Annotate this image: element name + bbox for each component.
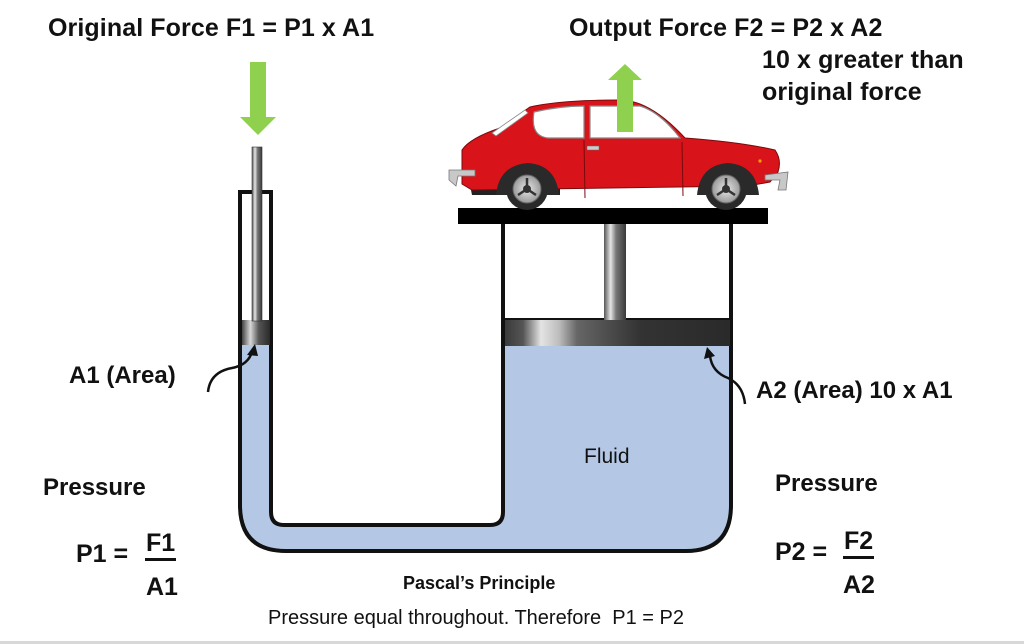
- front-wheel: [705, 168, 747, 210]
- pressure-left-numerator: F1: [145, 530, 177, 561]
- a2-area-label: A2 (Area) 10 x A1: [756, 377, 953, 404]
- small-piston-rod: [251, 146, 263, 322]
- fluid: [241, 345, 731, 550]
- container-outer-wall: [238, 192, 733, 553]
- pressure-right-numerator: F2: [843, 528, 875, 559]
- force-up-arrow-icon: [608, 64, 642, 132]
- pressure-left-lhs: P1 =: [76, 540, 129, 568]
- rear-wheel: [506, 168, 548, 210]
- pressure-left-heading: Pressure: [43, 474, 146, 501]
- output-force-note-line2: original force: [762, 78, 922, 106]
- pressure-right-heading: Pressure: [775, 470, 878, 497]
- caption-text: Pressure equal throughout. Therefore P1 …: [268, 607, 685, 629]
- output-force-note-line1: 10 x greater than: [762, 46, 964, 74]
- container-inner-wall: [269, 192, 505, 527]
- small-piston: [242, 320, 270, 345]
- car: [448, 99, 789, 210]
- a2-pointer-arrow-icon: [708, 355, 747, 405]
- pressure-right-denominator: A2: [843, 571, 875, 599]
- pressure-left-denominator: A1: [146, 573, 178, 601]
- a1-pointer-arrow-icon: [206, 351, 254, 393]
- fluid-label: Fluid: [584, 445, 630, 468]
- large-piston: [505, 319, 730, 346]
- output-force-title: Output Force F2 = P2 x A2: [569, 14, 883, 42]
- pressure-right-lhs: P2 =: [775, 538, 828, 566]
- caption-title: Pascal’s Principle: [403, 573, 556, 593]
- input-force-title: Original Force F1 = P1 x A1: [48, 14, 375, 42]
- force-down-arrow-icon: [240, 62, 276, 135]
- a1-area-label: A1 (Area): [69, 362, 176, 389]
- lift-platform: [458, 208, 768, 224]
- large-piston-rod: [604, 223, 626, 320]
- bottom-divider: [0, 641, 1024, 644]
